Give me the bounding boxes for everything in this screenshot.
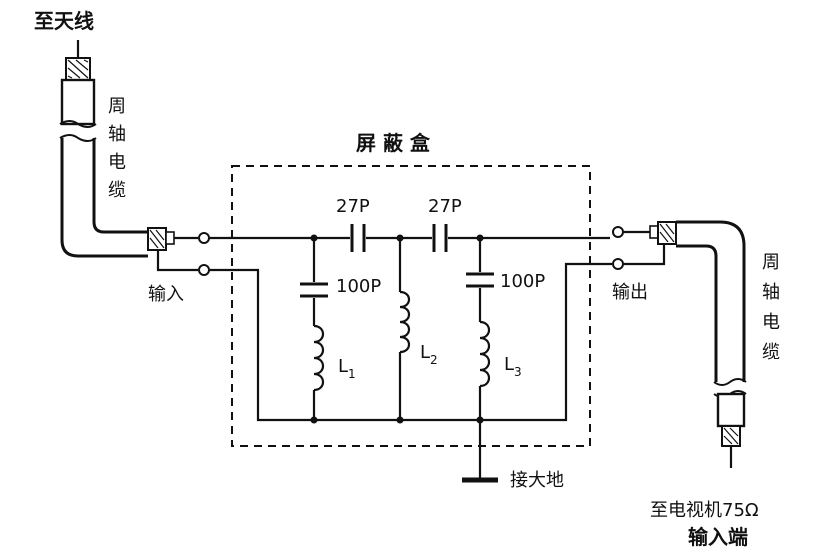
svg-text:电: 电 <box>762 312 780 333</box>
inductor-l3-label: L3 <box>504 354 522 379</box>
inductor-l3 <box>479 320 491 388</box>
capacitor-c4 <box>466 272 494 288</box>
inductor-l2-label: L2 <box>420 342 438 367</box>
svg-text:电: 电 <box>108 152 126 173</box>
capacitor-c4-label: 100P <box>500 271 545 292</box>
output-terminal-hot <box>612 226 624 238</box>
to-antenna-label: 至天线 <box>34 9 94 33</box>
shield-box-label: 屏 蔽 盒 <box>356 131 431 155</box>
capacitor-c1 <box>350 224 366 252</box>
inductor-l2 <box>399 290 411 354</box>
capacitor-c3-label: 100P <box>336 276 381 297</box>
svg-text:周: 周 <box>762 252 780 273</box>
inductor-l1-label: L1 <box>338 356 356 381</box>
inductor-l1 <box>313 324 325 392</box>
left-coax-label: 周 轴 电 缆 <box>108 96 126 201</box>
ground-label: 接大地 <box>510 470 564 491</box>
svg-text:周: 周 <box>108 96 126 117</box>
shield-box <box>231 165 591 447</box>
svg-text:缆: 缆 <box>762 342 780 363</box>
capacitor-c2-label: 27P <box>428 196 462 217</box>
svg-text:轴: 轴 <box>762 282 780 303</box>
capacitor-c2 <box>432 224 448 252</box>
to-tv-label-line2: 输入端 <box>688 525 748 549</box>
right-coax-cable <box>649 220 747 468</box>
input-terminal-ground <box>198 264 210 276</box>
output-terminal-ground <box>612 258 624 270</box>
to-tv-label-line1: 至电视机75Ω <box>650 500 759 521</box>
right-coax-label: 周 轴 电 缆 <box>762 252 780 363</box>
svg-text:缆: 缆 <box>108 180 126 201</box>
capacitor-c1-label: 27P <box>336 196 370 217</box>
ground-bus <box>209 262 612 422</box>
capacitor-c3 <box>300 282 328 298</box>
svg-text:轴: 轴 <box>108 124 126 145</box>
output-label: 输出 <box>612 282 648 303</box>
input-terminal-hot <box>198 232 210 244</box>
left-coax-cable <box>59 40 175 258</box>
input-label: 输入 <box>148 284 184 305</box>
